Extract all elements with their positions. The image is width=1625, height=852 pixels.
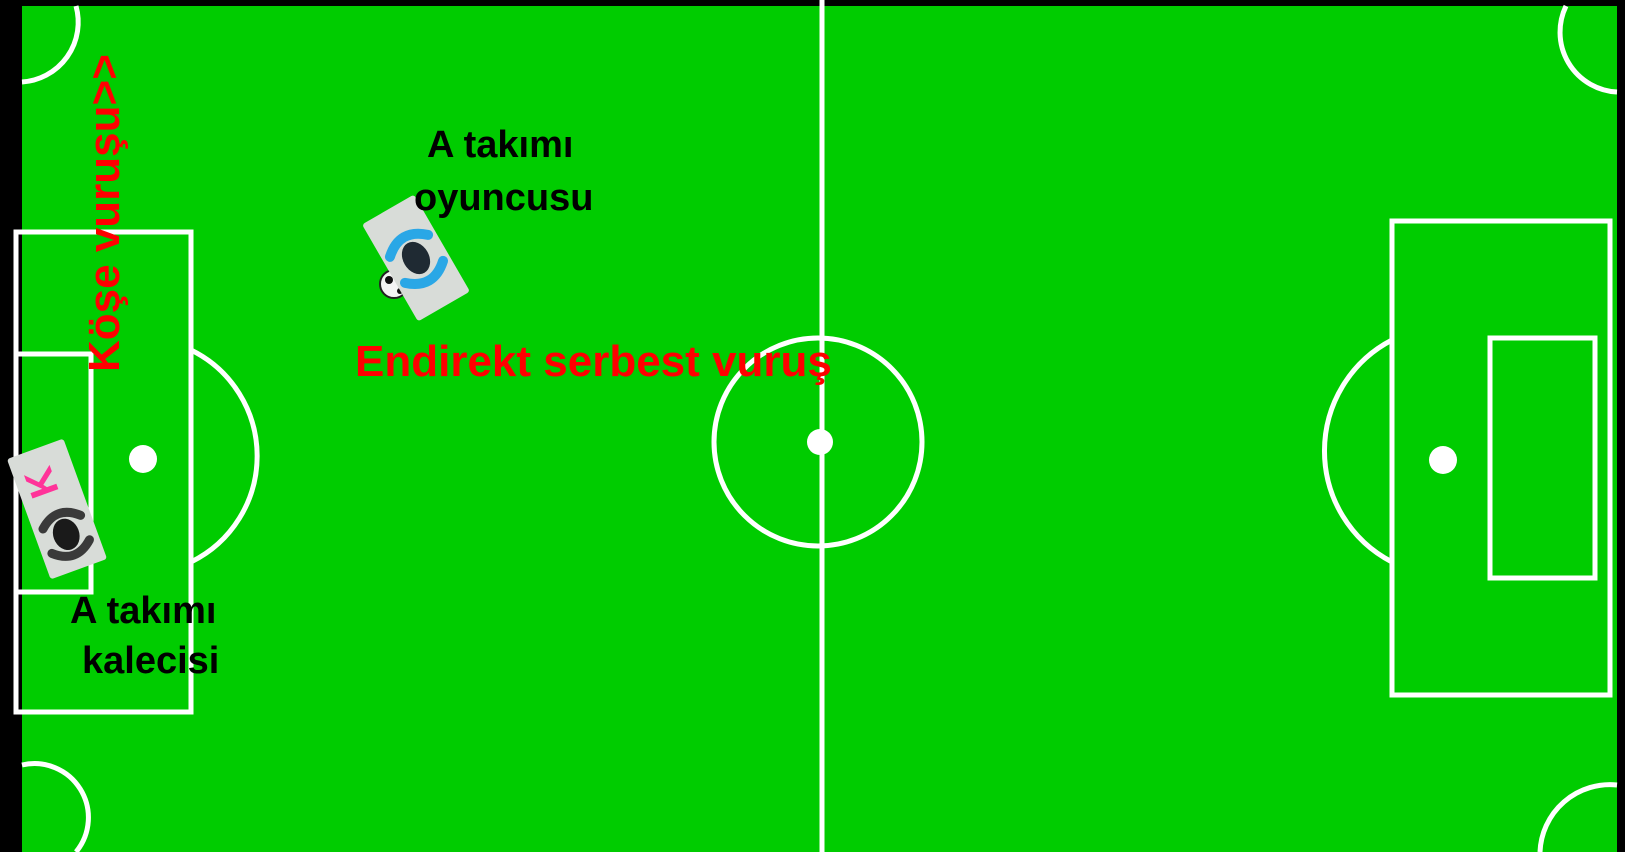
indirect-free-kick-label: Endirekt serbest vuruş — [355, 340, 832, 384]
right-penalty-spot — [1429, 446, 1457, 474]
player-label-line1: A takımı — [427, 126, 573, 164]
left-penalty-spot — [129, 445, 157, 473]
keeper-label-line1: A takımı — [70, 592, 216, 630]
keeper-label-line2: kalecisi — [82, 642, 219, 680]
center-spot — [807, 429, 833, 455]
player-label-line2: oyuncusu — [414, 179, 593, 217]
corner-kick-label: Köşe vuruşu>> — [83, 54, 127, 372]
